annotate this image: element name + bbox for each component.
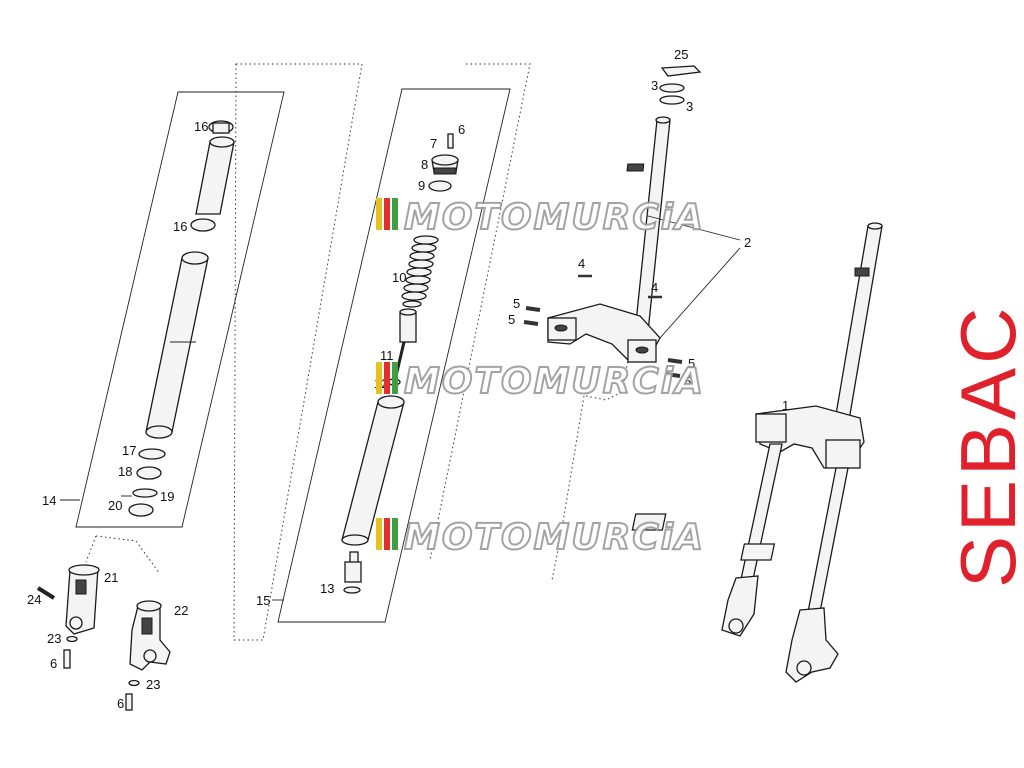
bolt-5c [667,358,683,364]
callout-9: 9 [418,178,425,193]
callout-21: 21 [104,570,118,585]
callout-4b: 4 [651,280,658,295]
o-ring [428,180,452,192]
callout-14: 14 [42,493,56,508]
callout-16b: 16 [173,219,187,234]
lower-slider-right [129,600,171,671]
fork-spring [401,235,439,301]
assembled-fork [631,222,883,683]
callout-16a: 16 [194,119,208,134]
callout-3a: 3 [651,78,658,93]
callout-22: 22 [174,603,188,618]
callout-25: 25 [674,47,688,62]
fork-tube-left [739,443,783,585]
assembled-stem [831,225,883,439]
callout-1: 1 [782,398,789,413]
callout-5d: 5 [684,374,691,389]
bearing-cone-upper [659,83,685,93]
watermark-middle: MOTOMURCiA [376,360,705,403]
callout-6a: 6 [458,122,465,137]
damper-frame [277,88,511,623]
dust-seal [138,448,166,460]
spacer-tube [399,311,417,343]
fork-leg-dotted-link [95,535,161,575]
callout-17: 17 [122,443,136,458]
callout-19: 19 [160,489,174,504]
callout-2: 2 [744,235,751,250]
steering-stem-group [523,65,741,581]
lower-slider-left [65,564,100,635]
watermark-text-bottom: MOTOMURCiA [404,517,705,558]
callout-15: 15 [256,593,270,608]
screw-6a [63,649,71,669]
callout-11: 11 [380,348,394,363]
callout-3b: 3 [686,99,693,114]
callout-13: 13 [320,581,334,596]
fork-cap [431,154,459,175]
callout-5c: 5 [688,356,695,371]
bushing-bottom [190,218,216,232]
callout-5b: 5 [508,312,515,327]
callout-24: 24 [27,592,41,607]
callout-23b: 23 [146,677,160,692]
bearing-cone-lower [659,95,685,105]
damper-group [233,63,531,641]
callout-8: 8 [421,157,428,172]
fork-leg-group [36,91,285,711]
axle-pinch-bolt [36,586,56,600]
fork-leg-frame [75,91,285,528]
washer-23b [128,679,140,687]
callout-7: 7 [430,136,437,151]
circlip [132,488,158,498]
callout-23a: 23 [47,631,61,646]
oil-seal [136,466,162,480]
damper-dotted-outline [233,63,363,641]
seal-washer [128,503,154,517]
bolt-5b [523,320,539,326]
bolt-5d [665,372,681,378]
damper-washer [343,586,361,594]
bolt-5a [525,306,541,312]
callout-20: 20 [108,498,122,513]
watermark-text-middle: MOTOMURCiA [404,361,705,402]
fork-tube-right [807,467,849,613]
callout-6c: 6 [117,696,124,711]
stanchion-tube [145,257,209,433]
callout-6b: 6 [50,656,57,671]
callout-4a: 4 [578,256,585,271]
watermark-bottom: MOTOMURCiA [376,516,705,559]
screw-7 [447,133,454,149]
washer-23a [66,635,78,643]
brand-logo-text: SEBAC [944,304,1024,588]
stem-nut [660,65,702,77]
callout-labels: 25 3 3 2 4 4 5 5 5 5 1 7 6 8 9 10 11 12 … [27,47,789,711]
slider-tube [195,141,235,215]
callout-5a: 5 [513,296,520,311]
callout-18: 18 [118,464,132,479]
watermark-top: MOTOMURCiA [376,196,705,239]
callout-10: 10 [392,270,406,285]
watermark-text-top: MOTOMURCiA [404,197,705,238]
screw-6b [125,693,133,711]
fork-slider-right [785,607,839,683]
